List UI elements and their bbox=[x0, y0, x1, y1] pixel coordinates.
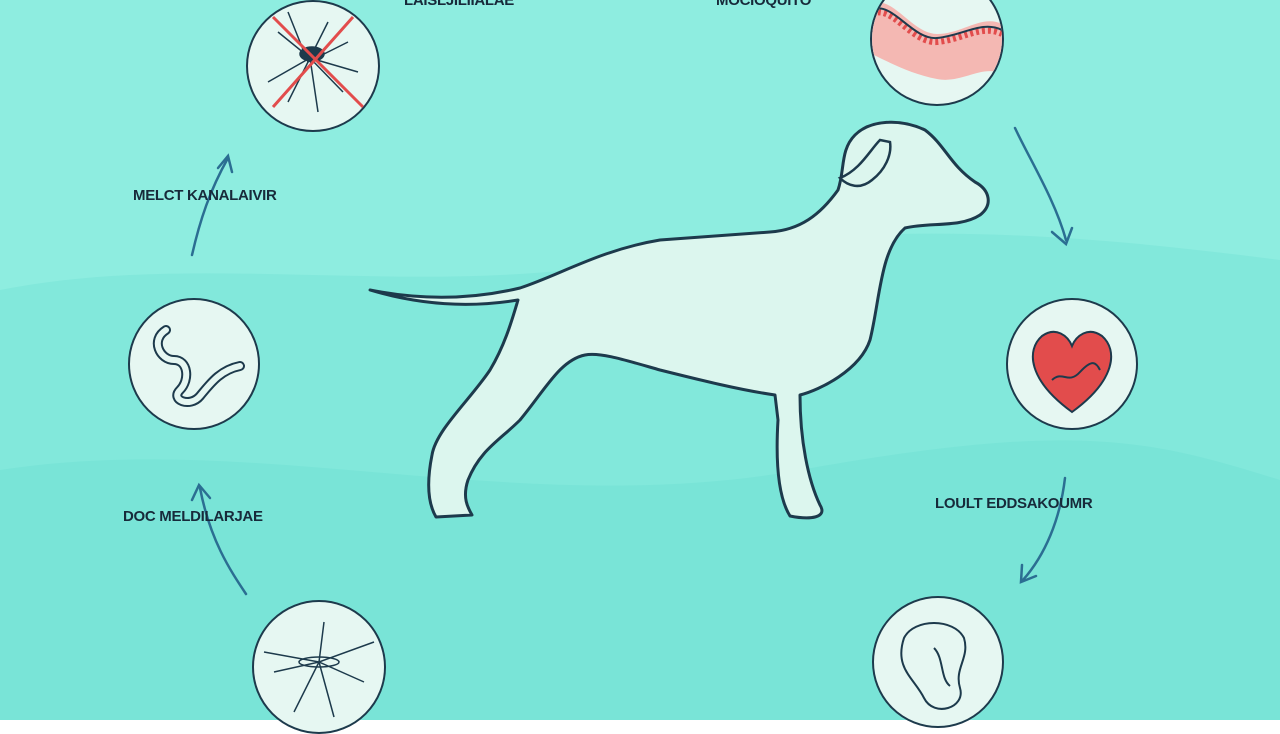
stage-circle-larva bbox=[128, 298, 260, 430]
arrow-up-left bbox=[190, 156, 230, 257]
label-left-lower: DOC MELDILARJAE bbox=[123, 508, 263, 525]
infected-skin-icon bbox=[872, 2, 1002, 80]
stage-circle-organ bbox=[872, 596, 1004, 728]
label-right-lower: LOULT EDDSAKOUMR bbox=[935, 495, 1093, 512]
label-left-upper: MELCT KANALAIVIR bbox=[133, 187, 277, 204]
dog-silhouette bbox=[368, 120, 990, 520]
stage-circle-mosquito bbox=[252, 600, 386, 734]
arrow-up-left-head bbox=[216, 153, 234, 174]
arrow-down-lower-right bbox=[1021, 476, 1067, 582]
arrow-down-right-head bbox=[1050, 226, 1074, 247]
larva-worm-icon bbox=[152, 325, 245, 407]
stage-circle-heart bbox=[1006, 298, 1138, 430]
cycle-arrows bbox=[190, 126, 1074, 596]
dog-ear bbox=[837, 138, 892, 188]
stage-circle-infected-skin bbox=[870, 0, 1004, 106]
crossed-mosquito-icon bbox=[267, 11, 365, 113]
arrow-down-lower-right-head bbox=[1019, 563, 1038, 584]
arrow-down-right bbox=[1013, 126, 1068, 242]
stage-circle-crossed-mosquito bbox=[246, 0, 380, 132]
mosquito-icon bbox=[263, 621, 375, 718]
arrow-up-lower-left bbox=[198, 486, 248, 596]
arrow-up-lower-left-head bbox=[190, 482, 212, 502]
heart-worm-icon bbox=[1031, 330, 1113, 414]
label-top-left: LAISLJILIIALAE bbox=[404, 0, 514, 9]
organ-icon bbox=[900, 622, 967, 710]
label-top-right: MOCIOQUITO bbox=[716, 0, 812, 9]
